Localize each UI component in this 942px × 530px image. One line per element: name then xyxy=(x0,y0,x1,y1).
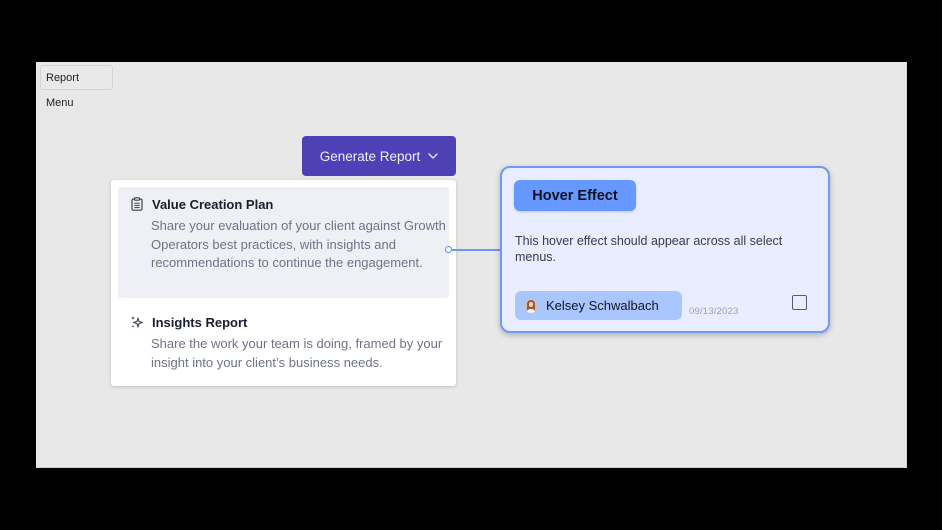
generate-report-button[interactable]: Generate Report xyxy=(302,136,456,176)
menu-item-value-creation-plan[interactable]: Value Creation Plan Share your evaluatio… xyxy=(118,187,449,298)
menu-item-title: Value Creation Plan xyxy=(152,196,274,212)
annotation-tag: Hover Effect xyxy=(514,180,636,211)
avatar xyxy=(524,298,538,313)
annotation-anchor-dot[interactable] xyxy=(445,246,452,253)
annotation-checkbox[interactable] xyxy=(792,295,807,310)
frame-label[interactable]: Report Menu xyxy=(40,65,113,109)
generate-report-label: Generate Report xyxy=(319,148,421,164)
annotation-card[interactable]: Hover Effect This hover effect should ap… xyxy=(500,166,830,333)
author-name: Kelsey Schwalbach xyxy=(546,298,659,313)
menu-item-insights-report[interactable]: Insights Report Share the work your team… xyxy=(118,305,449,377)
sparkles-icon xyxy=(130,315,144,329)
clipboard-icon xyxy=(130,197,144,211)
menu-item-title: Insights Report xyxy=(152,314,248,330)
annotation-date: 09/13/2023 xyxy=(689,306,739,317)
chevron-down-icon xyxy=(428,153,438,159)
annotation-author-chip: Kelsey Schwalbach xyxy=(515,291,682,320)
annotation-body: This hover effect should appear across a… xyxy=(515,234,783,264)
annotation-connector-line xyxy=(452,249,501,251)
report-dropdown-menu: Value Creation Plan Share your evaluatio… xyxy=(111,180,456,386)
menu-item-description: Share the work your team is doing, frame… xyxy=(151,336,443,370)
menu-item-description: Share your evaluation of your client aga… xyxy=(151,218,446,270)
